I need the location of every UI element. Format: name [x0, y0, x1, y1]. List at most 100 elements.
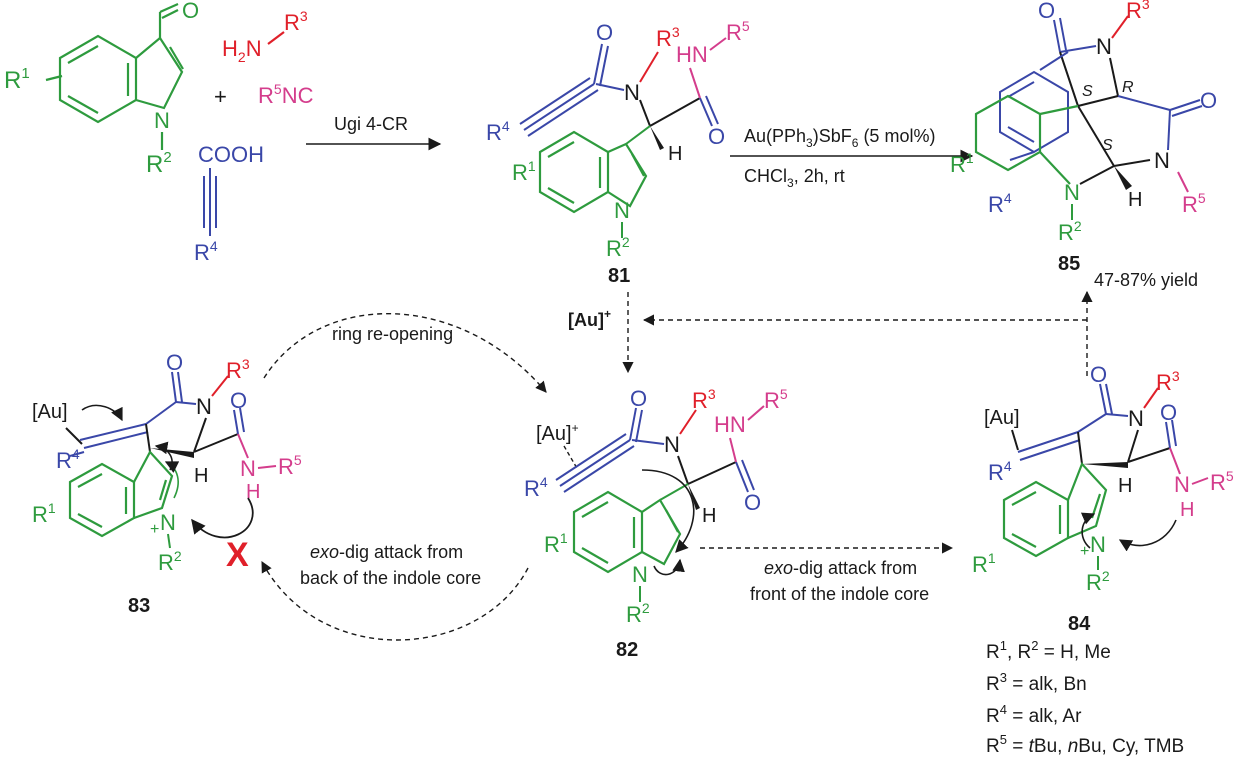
svg-text:H: H	[668, 143, 682, 165]
plus-sign: +	[214, 84, 227, 109]
svg-text:R3: R3	[656, 24, 680, 51]
svg-text:R2: R2	[606, 234, 630, 261]
svg-text:H: H	[194, 465, 208, 487]
svg-text:R4: R4	[486, 118, 510, 145]
aldehyde-oxygen: O	[182, 0, 199, 23]
svg-text:H: H	[246, 481, 260, 503]
compound-81: R4 O N R3 H O HN R5 R1 N	[486, 18, 750, 261]
label-82: 82	[616, 639, 638, 661]
svg-text:O: O	[166, 350, 183, 375]
svg-text:R2: R2	[626, 600, 650, 627]
svg-text:N: N	[1128, 406, 1144, 431]
svg-text:N: N	[614, 198, 630, 223]
svg-text:[Au]+: [Au]+	[536, 421, 579, 445]
svg-text:+: +	[1080, 543, 1089, 560]
svg-text:N: N	[240, 456, 256, 481]
exo-dig-back-label-2: back of the indole core	[300, 568, 481, 588]
aldehyde-r1: R1	[4, 65, 30, 94]
exo-dig-front-label-2: front of the indole core	[750, 584, 929, 604]
svg-text:R1: R1	[512, 158, 536, 185]
legend-r1-r2: R1, R2 = H, Me	[986, 638, 1111, 663]
svg-text:[Au]: [Au]	[984, 407, 1020, 429]
svg-text:H: H	[702, 505, 716, 527]
svg-text:O: O	[1090, 362, 1107, 387]
svg-text:S: S	[1082, 83, 1093, 100]
svg-text:O: O	[596, 20, 613, 45]
svg-text:N: N	[1096, 34, 1112, 59]
legend-r4: R4 = alk, Ar	[986, 702, 1082, 727]
svg-text:R1: R1	[32, 500, 56, 527]
svg-text:R5: R5	[764, 386, 788, 413]
exo-dig-front-label-1: exo-dig attack from	[764, 558, 917, 578]
svg-text:N: N	[1064, 180, 1080, 205]
aldehyde-r2: R2	[146, 149, 172, 178]
svg-text:N: N	[1154, 148, 1170, 173]
svg-text:H: H	[1180, 499, 1194, 521]
ring-reopening-arrow	[263, 313, 547, 393]
svg-text:O: O	[708, 124, 725, 149]
gold-cation-label: [Au]+	[568, 307, 611, 330]
svg-text:R5: R5	[278, 452, 302, 479]
svg-text:H: H	[1118, 475, 1132, 497]
substituent-legend: R1, R2 = H, Me R3 = alk, Bn R4 = alk, Ar…	[986, 638, 1184, 757]
svg-text:N: N	[196, 394, 212, 419]
label-83: 83	[128, 595, 150, 617]
legend-r5: R5 = tBu, nBu, Cy, TMB	[986, 732, 1184, 757]
svg-text:R3: R3	[692, 386, 716, 413]
svg-text:N: N	[1090, 532, 1106, 557]
compound-84: [Au] R4 O N R3 H O N R5 H	[972, 362, 1234, 595]
svg-text:R4: R4	[524, 474, 548, 501]
svg-text:HN: HN	[714, 412, 746, 437]
exo-dig-back-label-1: exo-dig attack from	[310, 542, 463, 562]
label-81: 81	[608, 265, 630, 287]
svg-text:N: N	[160, 510, 176, 535]
legend-r3: R3 = alk, Bn	[986, 670, 1087, 695]
propiolic-acid: COOH	[198, 142, 264, 167]
svg-text:R5: R5	[726, 18, 750, 45]
svg-text:R1: R1	[544, 530, 568, 557]
svg-text:O: O	[1160, 400, 1177, 425]
blocked-attack-mark: X	[226, 536, 249, 574]
svg-text:R2: R2	[1058, 218, 1082, 245]
svg-text:N: N	[664, 432, 680, 457]
svg-text:R4: R4	[988, 190, 1012, 217]
svg-text:H: H	[1128, 189, 1142, 211]
ring-reopening-label: ring re-opening	[332, 324, 453, 344]
svg-text:R5: R5	[1182, 190, 1206, 217]
svg-text:R5: R5	[1210, 468, 1234, 495]
amine-r3: R3	[284, 8, 308, 35]
svg-text:R2: R2	[1086, 568, 1110, 595]
svg-text:N: N	[1174, 472, 1190, 497]
ugi-label: Ugi 4-CR	[334, 114, 408, 134]
exo-dig-back-arrow	[261, 561, 529, 641]
label-84: 84	[1068, 613, 1091, 635]
svg-text:R3: R3	[226, 356, 250, 383]
label-85: 85	[1058, 253, 1080, 275]
svg-text:N: N	[632, 562, 648, 587]
svg-text:R4: R4	[56, 446, 80, 473]
yield-label: 47-87% yield	[1094, 270, 1198, 290]
svg-text:HN: HN	[676, 42, 708, 67]
svg-text:S: S	[1102, 137, 1113, 154]
conditions-label: CHCl3, 2h, rt	[744, 166, 845, 190]
svg-text:R1: R1	[972, 550, 996, 577]
svg-text:R3: R3	[1126, 0, 1150, 23]
svg-text:+: +	[150, 521, 159, 538]
amine: H2N	[222, 36, 262, 65]
acid-r4: R4	[194, 238, 218, 265]
indole-aldehyde	[58, 34, 184, 124]
svg-text:R: R	[1122, 79, 1134, 96]
compound-82: [Au]+ R4 O N R3 H O HN R5	[524, 386, 788, 627]
svg-text:O: O	[1200, 88, 1217, 113]
svg-text:O: O	[630, 386, 647, 411]
aldehyde-nitrogen: N	[154, 108, 170, 133]
aldehyde-group: O	[158, 0, 199, 38]
svg-text:O: O	[744, 490, 761, 515]
acid-triple-bond	[203, 168, 217, 236]
svg-text:R1: R1	[950, 150, 974, 177]
svg-text:O: O	[230, 388, 247, 413]
svg-text:R4: R4	[988, 458, 1012, 485]
compound-83: [Au] R4 O N R3 H O N R5 H	[32, 350, 302, 575]
